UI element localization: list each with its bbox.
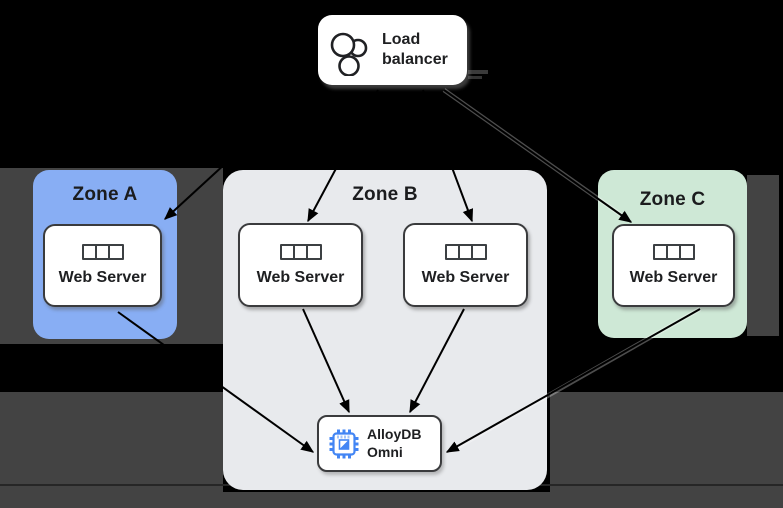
background-band [0, 392, 223, 508]
server-rack-icon [444, 243, 487, 260]
web-server-label: Web Server [58, 269, 147, 286]
server-rack-icon [279, 243, 322, 260]
load-balancer-label: Load balancer [382, 31, 448, 68]
web-server-label: Web Server [256, 268, 345, 286]
zone-a-title: Zone A [72, 184, 138, 205]
load-balancer-node: Load balancer [318, 15, 467, 85]
zone-a-web-server-node: Web Server [43, 224, 162, 307]
alloydb-omni-node: AlloyDB Omni [317, 415, 442, 472]
alloydb-chip-icon [329, 429, 359, 458]
web-server-label: Web Server [629, 269, 718, 286]
background-band [223, 492, 550, 508]
server-rack-icon [652, 244, 695, 260]
zone-b-web-server-2-node: Web Server [403, 223, 528, 307]
zone-c-web-server-node: Web Server [612, 224, 735, 307]
background-band [747, 175, 779, 336]
load-balancer-icon [330, 32, 368, 76]
zone-b-title: Zone B [352, 184, 418, 205]
background-artifact [468, 70, 488, 74]
background-band [550, 392, 783, 508]
background-artifact [468, 76, 482, 79]
server-rack-icon [81, 244, 124, 260]
alloydb-omni-label: AlloyDB Omni [367, 426, 422, 460]
zone-b-web-server-1-node: Web Server [238, 223, 363, 307]
web-server-label: Web Server [421, 268, 510, 286]
zone-c-title: Zone C [639, 189, 706, 210]
